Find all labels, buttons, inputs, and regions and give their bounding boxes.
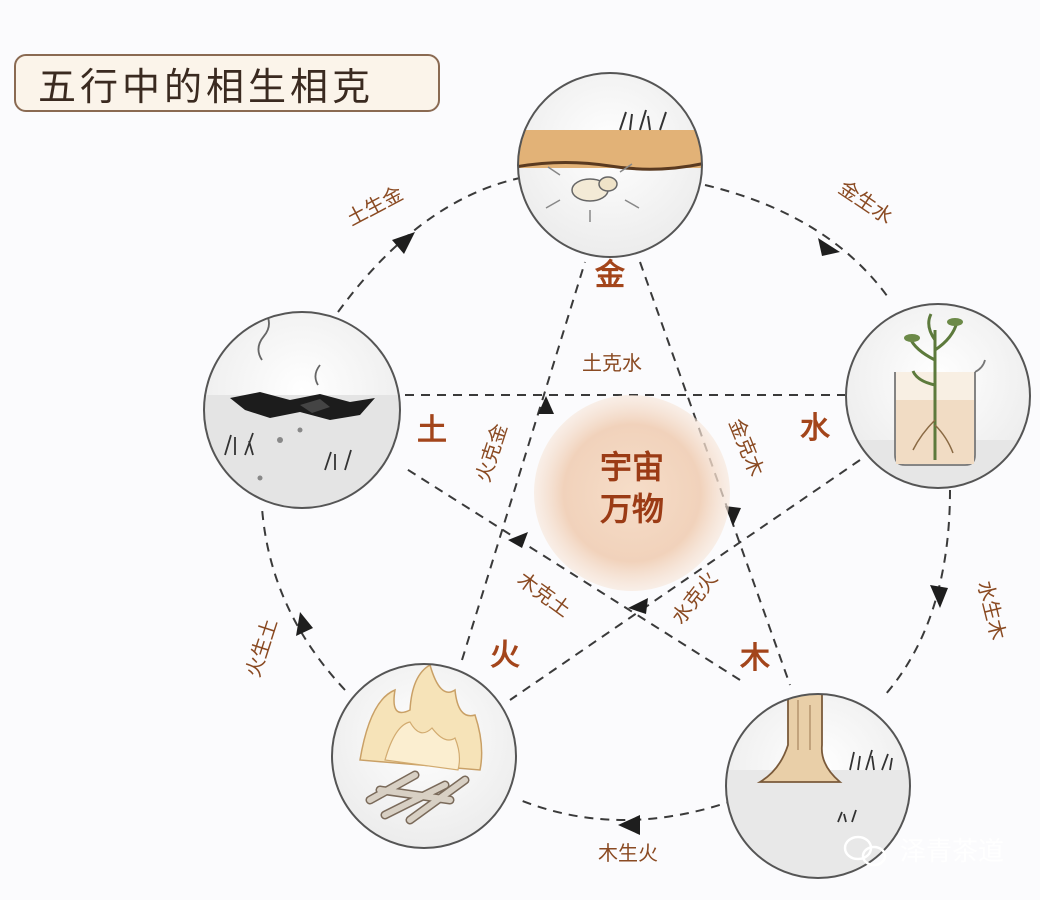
arrow-metal-wood (725, 506, 741, 526)
arrow-fire-earth (296, 612, 313, 636)
arc-earth-metal (337, 177, 521, 313)
center-label-line1: 宇宙 (600, 448, 664, 486)
wood-scene (725, 693, 911, 879)
label-metal-generates-water: 金生水 (834, 175, 897, 228)
center-circle (534, 395, 730, 591)
label-fire-generates-earth: 火生土 (241, 616, 282, 680)
arrow-wood-earth (508, 532, 528, 548)
arrow-earth-metal (392, 232, 415, 254)
earth-scene (203, 311, 401, 509)
arrow-wood-fire (618, 815, 640, 835)
arrow-heads (296, 232, 948, 835)
arc-fire-earth (261, 507, 346, 691)
water-scene (845, 303, 1031, 489)
arrow-water-fire (628, 598, 648, 614)
label-earth-generates-metal: 土生金 (343, 181, 407, 230)
line-fire-metal (461, 261, 586, 661)
arc-metal-water (704, 184, 891, 301)
page-title: 五行中的相生相克 (38, 64, 375, 109)
arrow-metal-water (818, 238, 840, 256)
title-box: 五行中的相生相克 (14, 54, 440, 112)
label-wood-generates-fire: 木生火 (598, 841, 658, 865)
watermark-text: 泽青茶道 (900, 837, 1004, 867)
element-label-metal: 金 (594, 258, 626, 293)
arc-water-wood (884, 489, 951, 696)
element-label-wood: 木 (739, 641, 770, 676)
label-wood-overcomes-earth: 木克土 (513, 567, 576, 622)
element-label-fire: 火 (490, 638, 520, 673)
label-water-generates-wood: 水生木 (973, 578, 1011, 642)
center-label-line2: 万物 (600, 490, 664, 528)
label-metal-overcomes-wood: 金克木 (724, 415, 769, 480)
element-label-water: 水 (800, 411, 831, 446)
arc-wood-fire (519, 799, 736, 821)
line-wood-earth (404, 467, 741, 681)
arrow-water-wood (930, 585, 948, 608)
fire-scene (331, 663, 517, 849)
label-fire-overcomes-metal: 火克金 (471, 421, 512, 485)
line-water-fire (509, 459, 861, 701)
element-label-earth: 土 (417, 413, 447, 448)
watermark: 泽青茶道 (843, 835, 1004, 867)
generating-cycle (261, 177, 951, 821)
label-earth-overcomes-water: 土克水 (582, 351, 642, 375)
metal-scene (517, 72, 703, 258)
wechat-icon (843, 835, 887, 867)
arrow-fire-metal (538, 396, 554, 414)
